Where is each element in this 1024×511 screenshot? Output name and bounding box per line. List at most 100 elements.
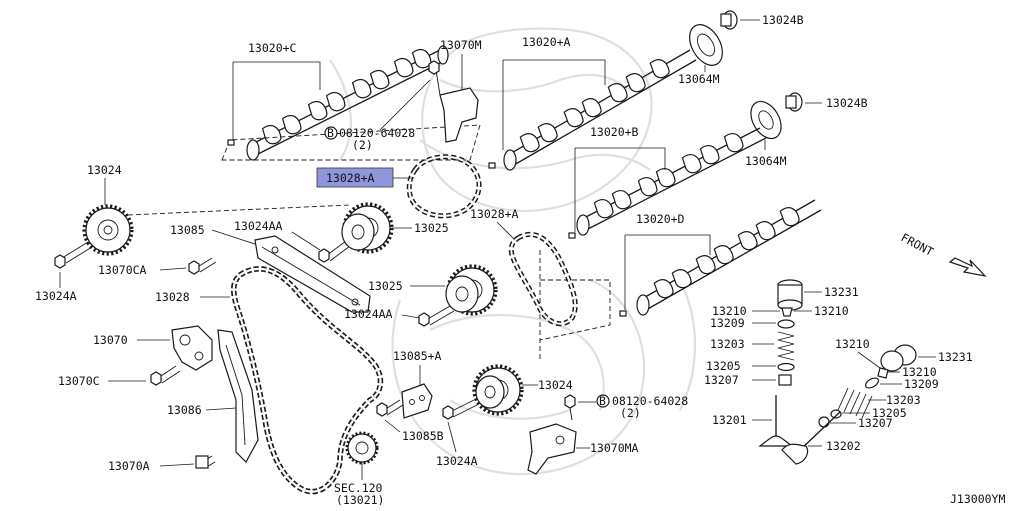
- label-13210-d: 13210: [902, 365, 937, 379]
- cam-sensor-13070m: [428, 60, 479, 143]
- bolt-marker-bottom: [596, 394, 610, 408]
- bolt-13024a-lower: [442, 399, 478, 420]
- label-13024a-lower: 13024A: [436, 454, 478, 468]
- valve-retainer-13209-a: [777, 319, 795, 329]
- front-arrow-icon: [948, 257, 987, 277]
- label-13203-b: 13203: [886, 393, 921, 407]
- chain-guide-13085: [254, 235, 371, 313]
- camshaft-13020a: [503, 49, 697, 171]
- valve-lifter-13231-a: [777, 279, 803, 311]
- chain-13028a-lower: [508, 231, 578, 327]
- label-13210-c: 13210: [835, 337, 870, 351]
- valve-keeper-13210-b: [877, 367, 889, 379]
- label-13070ca: 13070CA: [98, 263, 147, 277]
- label-sec120: SEC.120: [334, 481, 383, 495]
- bolt-13024b-top: [720, 10, 738, 30]
- crank-sprocket: [345, 431, 379, 465]
- gear-13024-lower: [472, 364, 524, 416]
- label-13070a: 13070A: [108, 459, 150, 473]
- leader-13020c: [233, 61, 321, 90]
- bolt-13024a-left: [54, 241, 93, 269]
- label-13202: 13202: [826, 439, 861, 453]
- label-13020c: 13020+C: [248, 41, 297, 55]
- gear-13024-left: [82, 204, 134, 256]
- label-13070m: 13070M: [440, 38, 482, 52]
- label-13064m-lower: 13064M: [745, 154, 787, 168]
- valve-seal-13207-b: [818, 416, 830, 428]
- label-13024-left: 13024: [87, 163, 122, 177]
- front-label: FRONT: [899, 230, 936, 259]
- label-13210-a: 13210: [712, 304, 747, 318]
- sprocket-13025-upper: [341, 202, 394, 254]
- camshaft-13020d: [636, 199, 822, 316]
- label-13024b-lower: 13024B: [826, 96, 868, 110]
- timing-chain-13028: [231, 266, 384, 495]
- label-13024b-top: 13024B: [762, 13, 804, 27]
- guide-bracket-13085a: [401, 383, 433, 419]
- label-13231-a: 13231: [824, 285, 859, 299]
- svg-text:B: B: [327, 126, 334, 140]
- bolt-13085b: [376, 399, 404, 417]
- label-13085: 13085: [170, 223, 205, 237]
- label-13201: 13201: [712, 413, 747, 427]
- label-13203-a: 13203: [710, 337, 745, 351]
- label-13028a-lower: 13028+A: [470, 207, 519, 221]
- label-13209-a: 13209: [710, 316, 745, 330]
- label-08120-qty-top: (2): [352, 138, 373, 152]
- highlight-13028a[interactable]: [316, 167, 394, 188]
- label-13207-a: 13207: [704, 373, 739, 387]
- label-13210-b: 13210: [814, 304, 849, 318]
- label-13231-b: 13231: [938, 350, 973, 364]
- valve-13201: [758, 395, 794, 447]
- svg-text:B: B: [599, 394, 606, 408]
- spring-seat-13205-a: [777, 362, 795, 372]
- label-13028: 13028: [155, 290, 190, 304]
- label-13070ma: 13070MA: [590, 441, 639, 455]
- label-13086: 13086: [167, 403, 202, 417]
- bolt-13070ca: [188, 257, 217, 275]
- label-13070: 13070: [93, 333, 128, 347]
- label-13024-lower: 13024: [538, 378, 573, 392]
- label-13070c: 13070C: [58, 374, 100, 388]
- valve-keeper-13210-a: [781, 307, 793, 317]
- label-13024a-left: 13024A: [35, 289, 77, 303]
- cam-sprocket-13064m-top: [689, 24, 723, 66]
- bolt-13024aa-lower: [418, 305, 455, 327]
- label-13064m-top: 13064M: [678, 72, 720, 86]
- chain-13028a-upper: [406, 154, 482, 219]
- camshaft-13020b: [576, 127, 767, 236]
- bolt-13070c: [150, 365, 181, 386]
- label-13205-a: 13205: [706, 359, 741, 373]
- label-13025-lower: 13025: [368, 279, 403, 293]
- slack-guide-13086: [217, 329, 259, 463]
- figure-code: J13000YM: [950, 492, 1005, 506]
- bolt-08120-lower: [564, 394, 576, 421]
- label-sec120-ref: (13021): [336, 493, 384, 507]
- spring-seat-13205-b: [830, 409, 842, 419]
- bolt-marker-top: [324, 126, 338, 140]
- camshaft-13020c: [246, 45, 449, 161]
- label-13025-upper: 13025: [414, 221, 449, 235]
- bolt-13070a: [195, 455, 216, 469]
- valve-spring-13203-a: [777, 331, 795, 361]
- label-13020a: 13020+A: [522, 35, 571, 49]
- label-13020b: 13020+B: [590, 125, 639, 139]
- label-13085b: 13085B: [402, 429, 444, 443]
- tensioner-13070: [171, 325, 213, 371]
- label-13028a-highlight: 13028+A: [326, 171, 375, 185]
- label-13209-b: 13209: [904, 377, 939, 391]
- label-13024aa-top: 13024AA: [234, 219, 283, 233]
- valve-lifter-13231-b: [880, 344, 917, 372]
- label-13207-b: 13207: [858, 416, 893, 430]
- label-13205-b: 13205: [872, 406, 907, 420]
- label-08120-qty-bottom: (2): [620, 406, 641, 420]
- label-08120-64028-bottom: 08120-64028: [612, 394, 688, 408]
- label-13085a: 13085+A: [393, 349, 442, 363]
- label-13020d: 13020+D: [636, 212, 685, 226]
- label-08120-64028-top: 08120-64028: [339, 126, 415, 140]
- label-13024aa-lower: 13024AA: [344, 307, 393, 321]
- valve-spring-13203-b: [837, 387, 873, 419]
- bolt-13024b-lower: [785, 92, 803, 112]
- valve-seal-13207-a: [778, 374, 792, 386]
